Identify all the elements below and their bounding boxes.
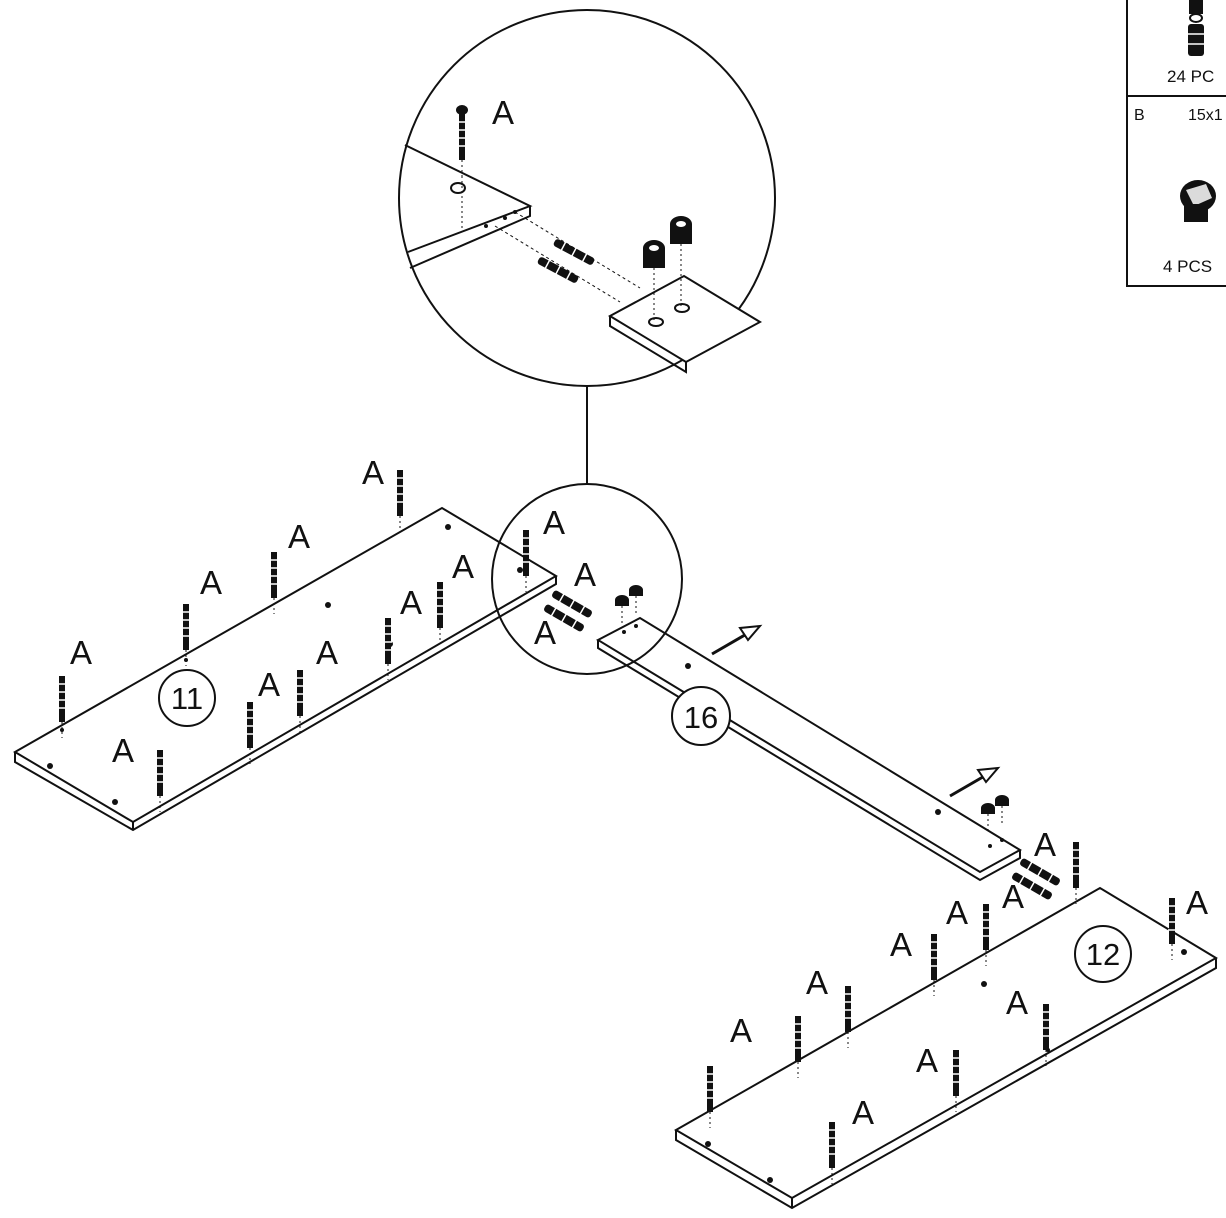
fastener-label: A bbox=[574, 556, 596, 593]
direction-arrow-lower bbox=[949, 766, 1001, 798]
part-b-size: 15x1 bbox=[1188, 107, 1223, 124]
fastener-label: A bbox=[916, 1042, 938, 1079]
fastener-label: A bbox=[200, 564, 222, 601]
dowel-bolt bbox=[395, 469, 405, 533]
dowel-bolt bbox=[1071, 841, 1081, 905]
fastener-label: A bbox=[258, 666, 280, 703]
fastener-label: A bbox=[534, 614, 556, 651]
cam-lock-part-icon bbox=[1180, 180, 1216, 222]
joint-zoom-circle bbox=[491, 483, 683, 675]
fastener-label: A bbox=[362, 454, 384, 491]
detail-magnifier: A bbox=[398, 9, 776, 484]
beam-16 bbox=[595, 616, 1022, 882]
fastener-labels: A A A A A A A A A A A A A A A A A A A A … bbox=[70, 454, 1208, 1131]
part-number-16: 16 bbox=[684, 700, 718, 735]
fastener-label: A bbox=[806, 964, 828, 1001]
fastener-label: A bbox=[890, 926, 912, 963]
fastener-label: A bbox=[1006, 984, 1028, 1021]
parts-table: 24 PC B 15x1 4 PCS bbox=[1126, 0, 1226, 287]
part-a-quantity: 24 PC bbox=[1167, 67, 1214, 86]
fastener-label: A bbox=[543, 504, 565, 541]
fastener-label: A bbox=[852, 1094, 874, 1131]
fastener-label: A bbox=[1034, 826, 1056, 863]
cam-bolt-part-icon bbox=[1188, 0, 1204, 56]
part-number-badge-11 bbox=[158, 669, 216, 727]
fastener-label: A bbox=[946, 894, 968, 931]
part-b-letter: B bbox=[1134, 107, 1145, 124]
fastener-label: A bbox=[288, 518, 310, 555]
part-number-badge-16 bbox=[671, 686, 731, 746]
part-number-badge-12 bbox=[1074, 925, 1132, 983]
fastener-label: A bbox=[730, 1012, 752, 1049]
part-number-12: 12 bbox=[1086, 937, 1120, 972]
fastener-label: A bbox=[1186, 884, 1208, 921]
fastener-label: A bbox=[400, 584, 422, 621]
dowel-fasteners bbox=[57, 469, 1177, 1185]
fastener-label: A bbox=[1002, 878, 1024, 915]
part-number-11: 11 bbox=[171, 681, 203, 716]
part-b-quantity: 4 PCS bbox=[1163, 257, 1212, 276]
direction-arrow-upper bbox=[711, 624, 763, 656]
board-12 bbox=[674, 886, 1218, 1210]
detail-fastener-label: A bbox=[492, 94, 514, 131]
fastener-label: A bbox=[70, 634, 92, 671]
fastener-label: A bbox=[316, 634, 338, 671]
board-11 bbox=[13, 506, 558, 832]
fastener-label: A bbox=[452, 548, 474, 585]
fastener-label: A bbox=[112, 732, 134, 769]
